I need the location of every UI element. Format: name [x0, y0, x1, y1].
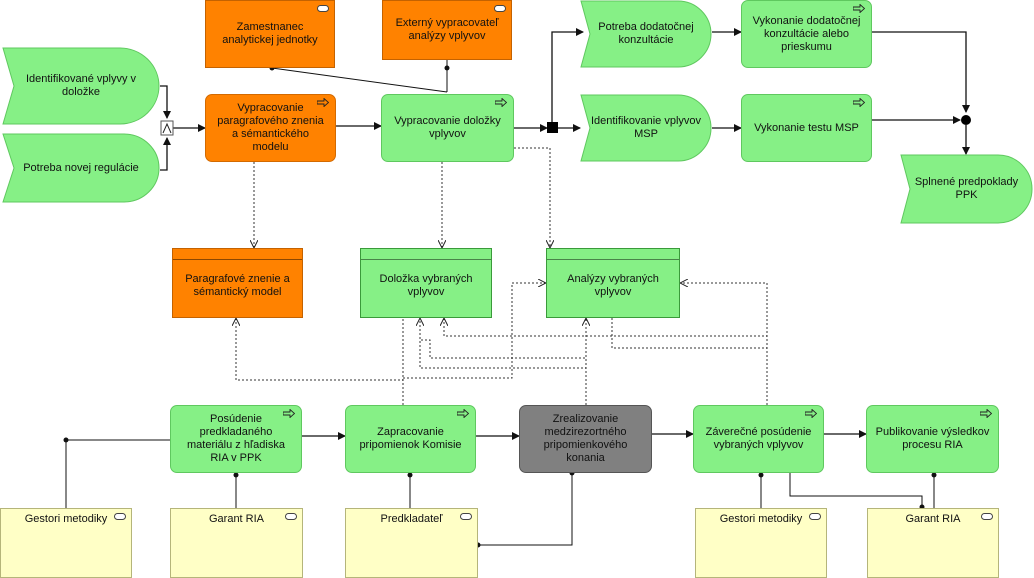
- role-pill-icon: [285, 513, 297, 520]
- func-publikovanie-vysledkov[interactable]: Publikovanie výsledkov procesu RIA: [866, 405, 999, 473]
- func-zapracovanie-pripomienok[interactable]: Zapracovanie pripomienok Komisie: [345, 405, 476, 473]
- node-label: Zapracovanie pripomienok Komisie: [359, 426, 462, 451]
- role-pill-icon: [494, 5, 506, 12]
- obj-paragrafove-znenie[interactable]: Paragrafové znenie a sémantický model: [172, 248, 303, 318]
- node-label: Garant RIA: [905, 513, 961, 525]
- role-gestori-metodiky-1[interactable]: Gestori metodiky: [0, 508, 132, 578]
- func-vypracovanie-paragrafoveho-znenia[interactable]: Vypracovanie paragrafového znenia a séma…: [205, 94, 336, 162]
- role-garant-ria-2[interactable]: Garant RIA: [867, 508, 999, 578]
- event-potreba-konzultacie[interactable]: Potreba dodatočnej konzultácie: [580, 0, 712, 68]
- node-label: Vykonanie dodatočnej konzultácie alebo p…: [752, 14, 861, 53]
- object-header-line: [173, 259, 302, 260]
- func-vykonanie-testu-msp[interactable]: Vykonanie testu MSP: [741, 94, 872, 162]
- role-assignment-lines: [65, 60, 935, 546]
- role-pill-icon: [460, 513, 472, 520]
- event-shape: [580, 94, 712, 162]
- event-identifikovanie-msp[interactable]: Identifikovanie vplyvov MSP: [580, 94, 712, 162]
- node-label: Analýzy vybraných vplyvov: [567, 273, 659, 298]
- control-flow-lines: [160, 28, 970, 440]
- node-label: Garant RIA: [208, 513, 265, 525]
- event-shape: [580, 0, 712, 68]
- role-gestori-metodiky-2[interactable]: Gestori metodiky: [695, 508, 827, 578]
- node-label: Identifikovanie vplyvov MSP: [590, 115, 702, 140]
- role-pill-icon: [809, 513, 821, 520]
- func-posudenie-materialu[interactable]: Posúdenie predkladaného materiálu z hľad…: [170, 405, 302, 473]
- node-label: Splnené predpoklady PPK: [914, 176, 1019, 201]
- node-label: Vypracovanie doložky vplyvov: [394, 115, 501, 140]
- process-arrow-icon: [805, 409, 817, 418]
- func-medzirezortne-konanie[interactable]: Zrealizovanie medzirezortného pripomienk…: [519, 405, 652, 473]
- event-identifikovane-vplyvy[interactable]: Identifikované vplyvy v doložke: [2, 47, 160, 125]
- node-label: Identifikované vplyvy v doložke: [25, 73, 137, 98]
- node-label: Gestori metodiky: [719, 513, 803, 525]
- flow-split-to-konzultacia: [551, 28, 584, 122]
- process-arrow-icon: [853, 98, 865, 107]
- event-shape: [2, 47, 160, 125]
- func-vypracovanie-dolozky[interactable]: Vypracovanie doložky vplyvov: [381, 94, 514, 162]
- node-label: Paragrafové znenie a sémantický model: [185, 273, 290, 298]
- node-label: Potreba dodatočnej konzultácie: [598, 21, 694, 46]
- process-arrow-icon: [317, 98, 329, 107]
- node-label: Predkladateľ: [380, 513, 443, 525]
- association-dots: [63, 65, 937, 548]
- func-vykonanie-konzultacie[interactable]: Vykonanie dodatočnej konzultácie alebo p…: [741, 0, 872, 68]
- node-label: Zrealizovanie medzirezortného pripomienk…: [543, 413, 628, 464]
- flow-potreba-to-join: [160, 137, 171, 171]
- node-label: Doložka vybraných vplyvov: [379, 273, 473, 298]
- xor-join-icon: [961, 115, 971, 125]
- event-potreba-regulacie[interactable]: Potreba novej regulácie: [2, 133, 160, 203]
- obj-analyzy-vybranych-vplyvov[interactable]: Analýzy vybraných vplyvov: [546, 248, 680, 318]
- event-splnene-predpoklady[interactable]: Splnené predpoklady PPK: [900, 154, 1033, 224]
- event-shape: [900, 154, 1033, 224]
- flow-vykonanie-to-join: [872, 31, 970, 113]
- process-arrow-icon: [457, 409, 469, 418]
- object-header-line: [361, 259, 491, 260]
- process-arrow-icon: [283, 409, 295, 418]
- information-flow-lines: [236, 147, 768, 405]
- func-zaverecne-posudenie[interactable]: Záverečné posúdenie vybraných vplyvov: [693, 405, 824, 473]
- node-label: Gestori metodiky: [24, 513, 108, 525]
- split-connector-icon: [547, 122, 558, 133]
- node-label: Externý vypracovateľ analýzy vplyvov: [395, 17, 499, 42]
- process-arrow-icon: [980, 409, 992, 418]
- role-pill-icon: [317, 5, 329, 12]
- node-label: Zamestnanec analytickej jednotky: [222, 21, 318, 46]
- node-label: Posúdenie predkladaného materiálu z hľad…: [187, 413, 285, 464]
- object-header-line: [547, 259, 679, 260]
- process-arrow-icon: [495, 98, 507, 107]
- node-label: Potreba novej regulácie: [23, 161, 139, 174]
- process-arrow-icon: [853, 4, 865, 13]
- flow-identifikovane-to-join: [160, 85, 171, 119]
- event-shape: [2, 133, 160, 203]
- node-label: Vykonanie testu MSP: [754, 121, 859, 134]
- obj-dolozka-vybranych-vplyvov[interactable]: Doložka vybraných vplyvov: [360, 248, 492, 318]
- role-pill-icon: [981, 513, 993, 520]
- role-predkladatel[interactable]: Predkladateľ: [345, 508, 478, 578]
- node-label: Záverečné posúdenie vybraných vplyvov: [705, 426, 812, 451]
- role-pill-icon: [114, 513, 126, 520]
- role-externy-vypracovatel[interactable]: Externý vypracovateľ analýzy vplyvov: [382, 0, 512, 60]
- and-connector-icon: [160, 120, 174, 136]
- node-label: Vypracovanie paragrafového znenia a séma…: [217, 102, 324, 153]
- role-zamestnanec-analytickej-jednotky[interactable]: Zamestnanec analytickej jednotky: [205, 0, 335, 68]
- role-garant-ria-1[interactable]: Garant RIA: [170, 508, 303, 578]
- node-label: Publikovanie výsledkov procesu RIA: [875, 426, 990, 451]
